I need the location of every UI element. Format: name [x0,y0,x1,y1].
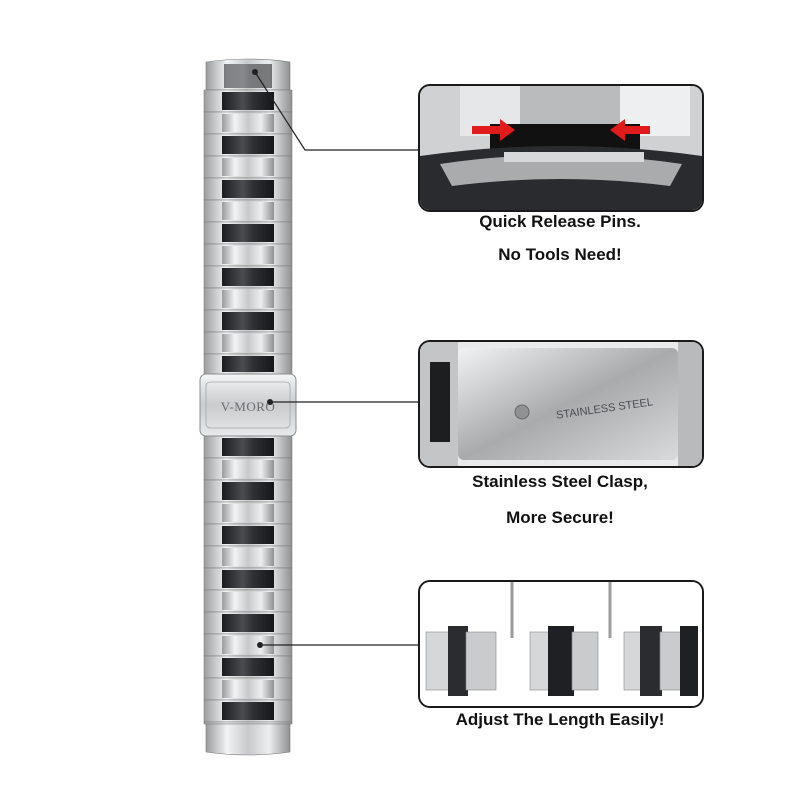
band-link-center [222,504,274,522]
band-link-center [222,334,274,352]
band-link-center [222,158,274,176]
callout-caption-line: Stainless Steel Clasp, [472,472,648,491]
band-link-center [222,356,274,372]
watch-band: V-MORO [199,58,297,756]
band-link-center [222,438,274,456]
band-link-center [222,526,274,544]
callout-caption-line: More Secure! [506,508,614,527]
band-link-center [222,548,274,566]
band-link-center [222,136,274,154]
band-link-center [222,482,274,500]
arrow-right-icon [472,119,515,141]
band-link-center [222,224,274,242]
band-link-center [222,180,274,198]
callout-caption-line: No Tools Need! [498,245,622,264]
band-link-center [222,92,274,110]
band-link-center [222,614,274,632]
band-link-center [222,680,274,698]
band-link-center [222,246,274,264]
callout-caption-line: Quick Release Pins. [479,212,641,231]
clasp-logo: V-MORO [221,399,276,414]
band-link-center [222,312,274,330]
band-link-center [222,592,274,610]
adjust-length-photo [418,580,704,708]
band-link-center [222,658,274,676]
quick-release-pins-photo [418,84,704,212]
arrow-left-icon [610,119,650,141]
band-link-center [222,290,274,308]
band-link-center [222,702,274,720]
band-link-center [222,268,274,286]
band-link-center [222,202,274,220]
band-link-center [222,114,274,132]
stainless-clasp-photo: STAINLESS STEEL [418,340,704,468]
band-link-center [222,460,274,478]
callout-caption-line: Adjust The Length Easily! [455,710,665,729]
band-link-center [222,636,274,654]
band-link-center [222,570,274,588]
